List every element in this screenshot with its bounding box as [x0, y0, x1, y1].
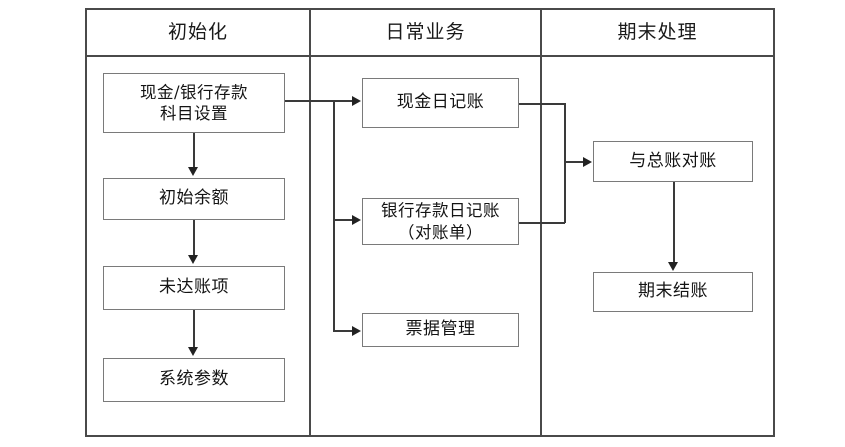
node-opening-balance[interactable]: 初始余额 [103, 178, 285, 220]
edge-bus-branch-billmanagement [333, 330, 353, 332]
node-account-setup-line1: 现金/银行存款 [139, 82, 249, 102]
arrowhead-down-icon [188, 255, 198, 264]
arrowhead-down-icon [188, 167, 198, 176]
column-header-daily: 日常业务 [385, 21, 466, 43]
node-bank-journal-line2: （对账单） [398, 222, 483, 242]
edge-bus-branch-cashjournal [333, 100, 353, 102]
edge-merge-trunk [564, 103, 566, 223]
edge-accountsetup-bus-stem [285, 100, 333, 102]
node-gl-reconcile[interactable]: 与总账对账 [593, 141, 753, 182]
arrowhead-right-icon [352, 96, 361, 106]
node-bill-management[interactable]: 票据管理 [362, 313, 519, 347]
edge-bankjournal-to-merge [519, 222, 565, 224]
node-system-parameters[interactable]: 系统参数 [103, 358, 285, 402]
node-bank-journal[interactable]: 银行存款日记账 （对账单） [362, 198, 519, 245]
edge-merge-to-glreconcile [564, 161, 584, 163]
node-bank-journal-line1: 银行存款日记账 [381, 201, 500, 221]
arrowhead-right-icon [352, 326, 361, 336]
node-cash-journal[interactable]: 现金日记账 [362, 78, 519, 128]
edge-glreconcile-to-periodclosing [673, 182, 675, 262]
header-divider-rule [85, 55, 775, 57]
node-unreconciled-items[interactable]: 未达账项 [103, 266, 285, 310]
arrowhead-right-icon [583, 157, 592, 167]
edge-cashjournal-to-merge [519, 103, 565, 105]
arrowhead-down-icon [188, 347, 198, 356]
column-divider-1 [309, 8, 311, 437]
arrowhead-right-icon [352, 215, 361, 225]
node-account-setup[interactable]: 现金/银行存款 科目设置 [103, 73, 285, 133]
edge-openingbalance-to-unreconciled [193, 220, 195, 255]
node-period-closing[interactable]: 期末结账 [593, 272, 753, 312]
edge-unreconciled-to-systemparams [193, 310, 195, 347]
edge-accountsetup-bus-trunk [333, 100, 335, 330]
arrowhead-down-icon [668, 262, 678, 271]
column-header-init: 初始化 [167, 21, 228, 43]
edge-accountsetup-to-openingbalance [193, 133, 195, 167]
edge-bus-branch-bankjournal [333, 219, 353, 221]
column-header-close: 期末处理 [617, 21, 698, 43]
node-account-setup-line2: 科目设置 [160, 104, 228, 123]
